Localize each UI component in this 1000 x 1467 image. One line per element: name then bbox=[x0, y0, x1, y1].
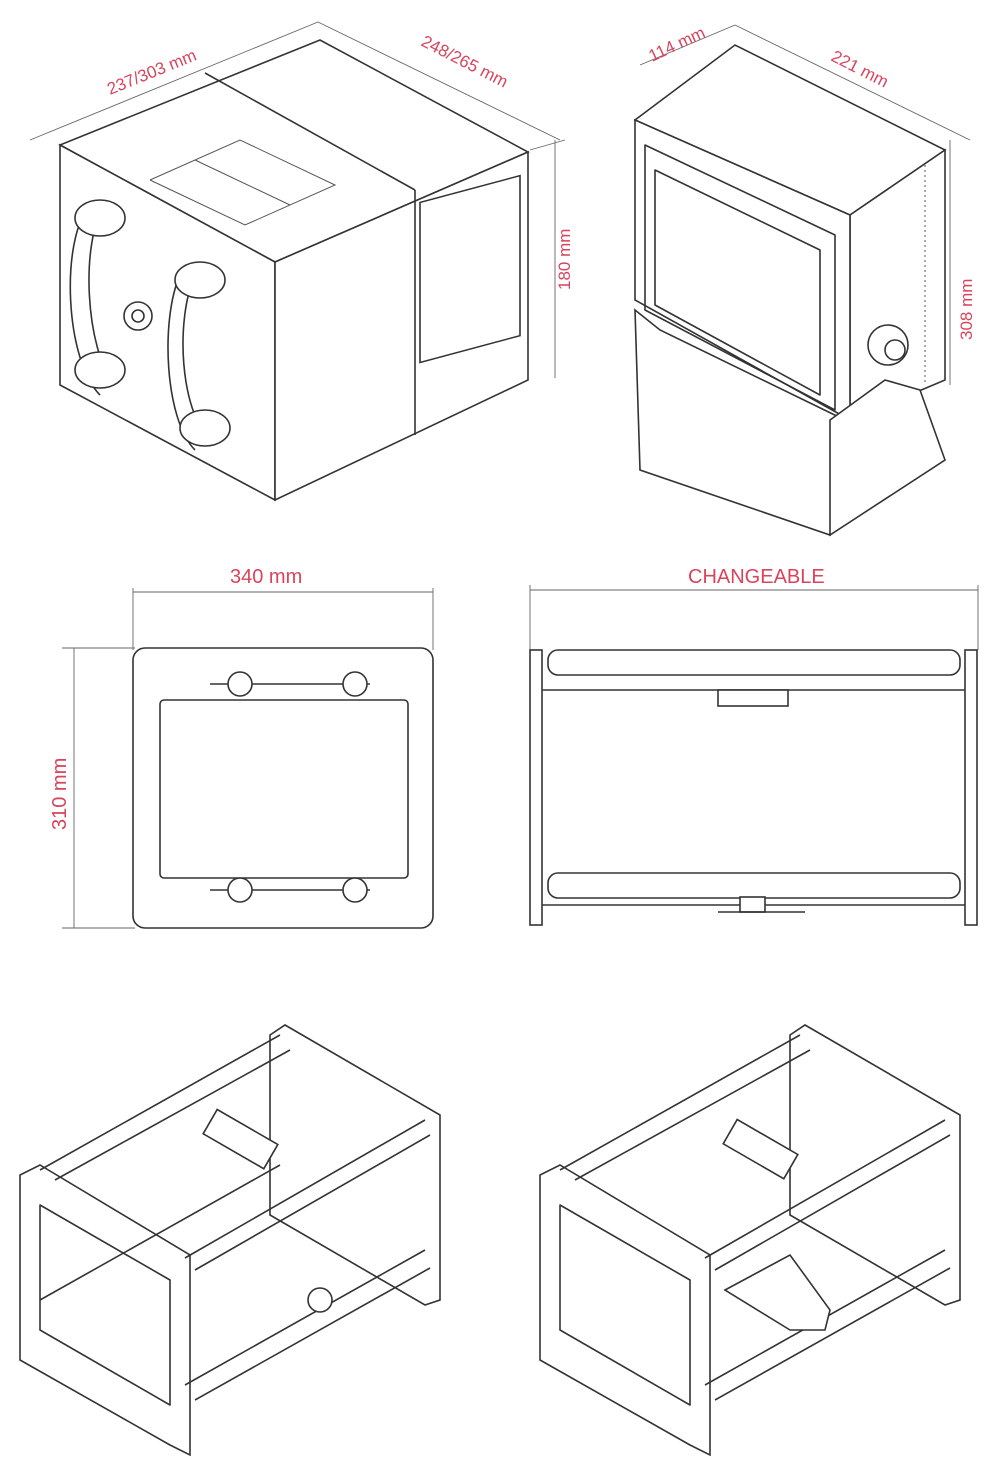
frame-isometric-left bbox=[19, 1024, 441, 1457]
dim-plate-height: 310 mm bbox=[49, 758, 71, 830]
dim-box-depth: 248/265 mm bbox=[418, 32, 511, 92]
frame-side-view: CHANGEABLE bbox=[529, 566, 979, 926]
dim-monitor-depth: 114 mm bbox=[646, 23, 709, 66]
dim-frame-length: CHANGEABLE bbox=[688, 566, 825, 588]
monitor-isometric: 114 mm 221 mm 308 mm bbox=[633, 23, 976, 537]
mounting-plate-front-view: 340 mm 310 mm bbox=[49, 566, 434, 929]
frame-isometric-right bbox=[539, 1024, 961, 1457]
dim-box-width: 237/303 mm bbox=[104, 46, 199, 99]
dim-monitor-height: 308 mm bbox=[957, 279, 976, 340]
dim-box-height: 180 mm bbox=[555, 229, 574, 290]
enclosure-box-isometric: 237/303 mm 248/265 mm 180 mm bbox=[29, 21, 574, 502]
dim-plate-width: 340 mm bbox=[230, 566, 302, 588]
dim-monitor-width: 221 mm bbox=[828, 47, 891, 92]
